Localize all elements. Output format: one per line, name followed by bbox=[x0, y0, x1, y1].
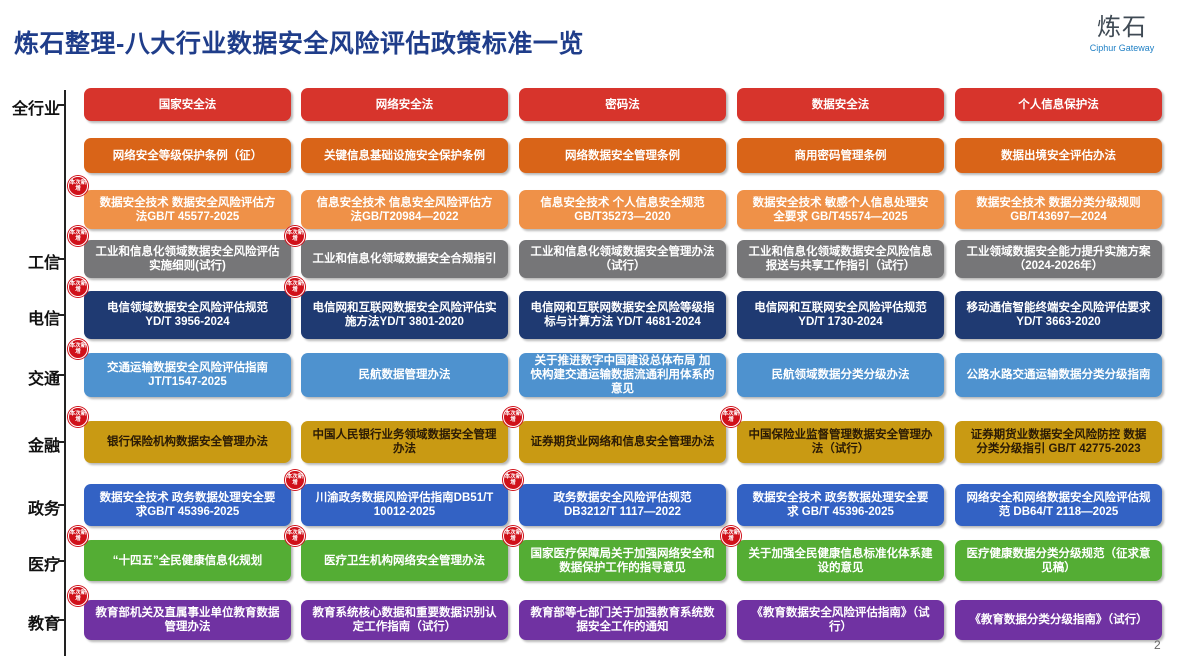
policy-card: 工业和信息化领域数据安全风险评估实施细则(试行) bbox=[84, 240, 291, 278]
policy-card: 政务数据安全风险评估规范DB3212/T 1117—2022 bbox=[519, 484, 726, 526]
policy-card: 关键信息基础设施安全保护条例 bbox=[301, 138, 508, 173]
policy-card: 数据出境安全评估办法 bbox=[955, 138, 1162, 173]
new-badge-icon: 本次新增 bbox=[68, 176, 88, 196]
policy-card: 网络安全等级保护条例（征） bbox=[84, 138, 291, 173]
row-label: 政务 bbox=[27, 501, 60, 518]
new-badge-icon: 本次新增 bbox=[285, 226, 305, 246]
new-badge-icon: 本次新增 bbox=[503, 470, 523, 490]
policy-card: 电信网和互联网数据安全风险等级指标与计算方法 YD/T 4681-2024 bbox=[519, 291, 726, 339]
policy-card: 证券期货业网络和信息安全管理办法 bbox=[519, 421, 726, 463]
new-badge-icon: 本次新增 bbox=[721, 407, 741, 427]
new-badge-icon: 本次新增 bbox=[285, 470, 305, 490]
row-label: 教育 bbox=[27, 616, 60, 633]
policy-card: 电信网和互联网数据安全风险评估实施方法YD/T 3801-2020 bbox=[301, 291, 508, 339]
policy-card: 国家医疗保障局关于加强网络安全和数据保护工作的指导意见 bbox=[519, 540, 726, 581]
policy-card: 数据安全技术 政务数据处理安全要求GB/T 45396-2025 bbox=[84, 484, 291, 526]
policy-card: 信息安全技术 信息安全风险评估方法GB/T20984—2022 bbox=[301, 190, 508, 229]
row-label: 金融 bbox=[27, 438, 60, 455]
policy-card: 数据安全技术 敏感个人信息处理安全要求 GB/T45574—2025 bbox=[737, 190, 944, 229]
policy-card: 网络安全和网络数据安全风险评估规范 DB64/T 2118—2025 bbox=[955, 484, 1162, 526]
policy-card: 网络数据安全管理条例 bbox=[519, 138, 726, 173]
policy-card: 移动通信智能终端安全风险评估要求YD/T 3663-2020 bbox=[955, 291, 1162, 339]
policy-card: 教育部等七部门关于加强教育系统数据安全工作的通知 bbox=[519, 600, 726, 640]
axis-tick bbox=[58, 374, 66, 376]
row-label: 全行业 bbox=[11, 100, 60, 118]
new-badge-icon: 本次新增 bbox=[503, 407, 523, 427]
new-badge-icon: 本次新增 bbox=[503, 526, 523, 546]
policy-card: 网络安全法 bbox=[301, 88, 508, 121]
axis-tick bbox=[58, 559, 66, 562]
row-label: 交通 bbox=[27, 371, 60, 388]
new-badge-icon: 本次新增 bbox=[285, 526, 305, 546]
logo-english-name: Ciphur Gateway bbox=[1089, 43, 1155, 53]
policy-card: 电信网和互联网安全风险评估规范YD/T 1730-2024 bbox=[737, 291, 944, 339]
page-title: 炼石整理-八大行业数据安全风险评估政策标准一览 bbox=[14, 30, 584, 58]
policy-card: 数据安全技术 数据安全风险评估方法GB/T 45577-2025 bbox=[84, 190, 291, 229]
logo-chinese-name: 炼石 bbox=[1097, 14, 1147, 41]
policy-card: 民航数据管理办法 bbox=[301, 353, 508, 397]
vertical-axis-line bbox=[64, 90, 66, 656]
policy-card: 《教育数据分类分级指南》（试行） bbox=[955, 600, 1162, 640]
policy-card: 数据安全技术 数据分类分级规则GB/T43697—2024 bbox=[955, 190, 1162, 229]
policy-card: 信息安全技术 个人信息安全规范GB/T35273—2020 bbox=[519, 190, 726, 229]
row-label: 医疗 bbox=[27, 556, 60, 574]
policy-card: 数据安全技术 政务数据处理安全要求 GB/T 45396-2025 bbox=[737, 484, 944, 526]
policy-card: 中国人民银行业务领域数据安全管理办法 bbox=[301, 421, 508, 463]
policy-card: 工业和信息化领域数据安全合规指引 bbox=[301, 240, 508, 278]
axis-tick bbox=[58, 314, 66, 316]
policy-card: 医疗卫生机构网络安全管理办法 bbox=[301, 540, 508, 581]
new-badge-icon: 本次新增 bbox=[68, 277, 88, 297]
policy-card: 关于加强全民健康信息标准化体系建设的意见 bbox=[737, 540, 944, 581]
policy-card: 个人信息保护法 bbox=[955, 88, 1162, 121]
row-label: 工信 bbox=[27, 255, 60, 272]
policy-card: 关于推进数字中国建设总体布局 加快构建交通运输数据流通利用体系的意见 bbox=[519, 353, 726, 397]
policy-card: 川渝政务数据风险评估指南DB51/T 10012-2025 bbox=[301, 484, 508, 526]
policy-card: 中国保险业监督管理数据安全管理办法（试行） bbox=[737, 421, 944, 463]
policy-card: 数据安全法 bbox=[737, 88, 944, 121]
policy-card: 电信领域数据安全风险评估规范YD/T 3956-2024 bbox=[84, 291, 291, 339]
new-badge-icon: 本次新增 bbox=[68, 226, 88, 246]
company-logo: 炼石 Ciphur Gateway bbox=[1082, 14, 1162, 60]
policy-card: 民航领域数据分类分级办法 bbox=[737, 353, 944, 397]
policy-card: 医疗健康数据分类分级规范（征求意见稿） bbox=[955, 540, 1162, 581]
new-badge-icon: 本次新增 bbox=[68, 339, 88, 359]
new-badge-icon: 本次新增 bbox=[721, 526, 741, 546]
policy-card: “十四五”全民健康信息化规划 bbox=[84, 540, 291, 581]
axis-tick bbox=[58, 258, 66, 260]
policy-card: 证券期货业数据安全风险防控 数据分类分级指引 GB/T 42775-2023 bbox=[955, 421, 1162, 463]
page-number: 2 bbox=[1154, 638, 1161, 652]
policy-card: 《教育数据安全风险评估指南》（试行） bbox=[737, 600, 944, 640]
policy-card: 公路水路交通运输数据分类分级指南 bbox=[955, 353, 1162, 397]
policy-card: 工业和信息化领域数据安全管理办法（试行） bbox=[519, 240, 726, 278]
axis-tick bbox=[58, 103, 66, 106]
policy-card: 工业领域数据安全能力提升实施方案（2024-2026年） bbox=[955, 240, 1162, 278]
policy-card: 交通运输数据安全风险评估指南JT/T1547-2025 bbox=[84, 353, 291, 397]
new-badge-icon: 本次新增 bbox=[68, 407, 88, 427]
policy-card: 银行保险机构数据安全管理办法 bbox=[84, 421, 291, 463]
axis-tick bbox=[58, 504, 66, 506]
new-badge-icon: 本次新增 bbox=[68, 526, 88, 546]
policy-card: 密码法 bbox=[519, 88, 726, 121]
row-label: 电信 bbox=[27, 311, 60, 328]
policy-card: 国家安全法 bbox=[84, 88, 291, 121]
axis-tick bbox=[58, 441, 66, 443]
policy-card: 工业和信息化领域数据安全风险信息报送与共享工作指引（试行） bbox=[737, 240, 944, 278]
axis-tick bbox=[58, 619, 66, 621]
policy-card: 教育系统核心数据和重要数据识别认定工作指南（试行） bbox=[301, 600, 508, 640]
policy-card: 教育部机关及直属事业单位教育数据管理办法 bbox=[84, 600, 291, 640]
new-badge-icon: 本次新增 bbox=[68, 586, 88, 606]
new-badge-icon: 本次新增 bbox=[285, 277, 305, 297]
policy-card: 商用密码管理条例 bbox=[737, 138, 944, 173]
